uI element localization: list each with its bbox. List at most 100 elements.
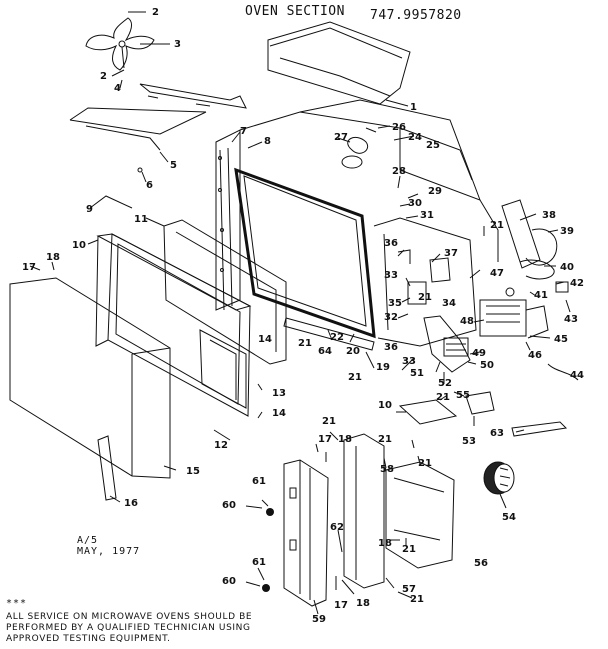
part-callout-26: 26 <box>392 122 406 133</box>
part-callout-32: 32 <box>384 312 398 323</box>
part-callout-45: 45 <box>554 334 568 345</box>
part-callout-36: 36 <box>384 342 398 353</box>
part-callout-63: 63 <box>490 428 504 439</box>
service-note-line-3: APPROVED TESTING EQUIPMENT. <box>6 634 171 644</box>
fan-motor-drawing <box>483 461 515 495</box>
part-callout-25: 25 <box>426 140 440 151</box>
magnetron-components-drawing <box>479 199 569 339</box>
part-callout-51: 51 <box>410 368 424 379</box>
fan-blade-drawing <box>85 17 155 71</box>
part-callout-10: 10 <box>72 240 86 251</box>
part-callout-6: 6 <box>146 180 153 191</box>
part-callout-21: 21 <box>322 416 336 427</box>
part-callout-57: 57 <box>402 584 416 595</box>
part-callout-7: 7 <box>240 126 247 137</box>
wire-harness-drawing <box>547 363 579 381</box>
part-callout-11: 11 <box>134 214 148 225</box>
part-callout-64: 64 <box>318 346 332 357</box>
part-callout-34: 34 <box>442 298 456 309</box>
part-callout-18: 18 <box>378 538 392 549</box>
part-callout-17: 17 <box>334 600 348 611</box>
part-callout-46: 46 <box>528 350 542 361</box>
part-callout-22: 22 <box>330 332 344 343</box>
part-callout-21: 21 <box>418 458 432 469</box>
part-callout-1: 1 <box>410 102 417 113</box>
part-callout-39: 39 <box>560 226 574 237</box>
revision-code: A/5 <box>77 535 99 546</box>
part-callout-38: 38 <box>542 210 556 221</box>
part-callout-44: 44 <box>570 370 584 381</box>
part-callout-62: 62 <box>330 522 344 533</box>
part-callout-2: 2 <box>100 71 107 82</box>
part-callout-21: 21 <box>436 392 450 403</box>
part-callout-60: 60 <box>222 576 236 587</box>
part-number-callouts: 2324156789101117182426252728293031213839… <box>22 7 584 625</box>
leader-lines <box>29 11 571 615</box>
part-callout-33: 33 <box>402 356 416 367</box>
part-callout-21: 21 <box>410 594 424 605</box>
part-callout-19: 19 <box>376 362 390 373</box>
part-callout-21: 21 <box>348 372 362 383</box>
part-callout-9: 9 <box>86 204 93 215</box>
part-callout-31: 31 <box>420 210 434 221</box>
door-assembly-drawing <box>95 219 287 417</box>
note-marker: *** <box>6 598 28 609</box>
part-callout-52: 52 <box>438 378 452 389</box>
outer-cabinet-drawing <box>9 277 171 501</box>
diagram-title: OVEN SECTION <box>245 4 345 19</box>
part-callout-8: 8 <box>264 136 271 147</box>
part-callout-18: 18 <box>338 434 352 445</box>
interlock-switches-drawing <box>397 249 471 373</box>
part-callout-42: 42 <box>570 278 584 289</box>
part-callout-18: 18 <box>356 598 370 609</box>
part-callout-20: 20 <box>346 346 360 357</box>
fan-bracket-drawing <box>139 83 247 109</box>
part-callout-21: 21 <box>490 220 504 231</box>
part-callout-50: 50 <box>480 360 494 371</box>
screws-drawing <box>262 508 274 592</box>
part-callout-56: 56 <box>474 558 488 569</box>
part-callout-12: 12 <box>214 440 228 451</box>
part-callout-10: 10 <box>378 400 392 411</box>
latch-bracket-drawing <box>398 391 495 425</box>
part-callout-27: 27 <box>334 132 348 143</box>
part-callout-54: 54 <box>502 512 516 523</box>
part-callout-36: 36 <box>384 238 398 249</box>
part-callout-33: 33 <box>384 270 398 281</box>
part-callout-61: 61 <box>252 557 266 568</box>
part-callout-2: 2 <box>152 7 159 18</box>
part-callout-4: 4 <box>114 83 121 94</box>
top-cover-drawing <box>267 21 411 105</box>
part-callout-41: 41 <box>534 290 548 301</box>
part-callout-17: 17 <box>318 434 332 445</box>
part-callout-16: 16 <box>124 498 138 509</box>
part-callout-37: 37 <box>444 248 458 259</box>
part-callout-17: 17 <box>22 262 36 273</box>
probe-drawing <box>511 421 568 437</box>
part-callout-24: 24 <box>408 132 422 143</box>
revision-date: MAY, 1977 <box>77 546 141 557</box>
part-callout-14: 14 <box>258 334 272 345</box>
part-callout-53: 53 <box>462 436 476 447</box>
part-callout-14: 14 <box>272 408 286 419</box>
part-callout-21: 21 <box>418 292 432 303</box>
part-callout-48: 48 <box>460 316 474 327</box>
part-callout-43: 43 <box>564 314 578 325</box>
part-callout-3: 3 <box>174 39 181 50</box>
part-callout-13: 13 <box>272 388 286 399</box>
part-callout-55: 55 <box>456 390 470 401</box>
part-callout-21: 21 <box>402 544 416 555</box>
part-callout-49: 49 <box>472 348 486 359</box>
shelf-plate-drawing <box>69 107 207 151</box>
part-callout-40: 40 <box>560 262 574 273</box>
part-callout-59: 59 <box>312 614 326 625</box>
part-callout-58: 58 <box>380 464 394 475</box>
part-callout-47: 47 <box>490 268 504 279</box>
part-callout-60: 60 <box>222 500 236 511</box>
part-callout-18: 18 <box>46 252 60 263</box>
part-callout-30: 30 <box>408 198 422 209</box>
part-callout-29: 29 <box>428 186 442 197</box>
part-callout-35: 35 <box>388 298 402 309</box>
